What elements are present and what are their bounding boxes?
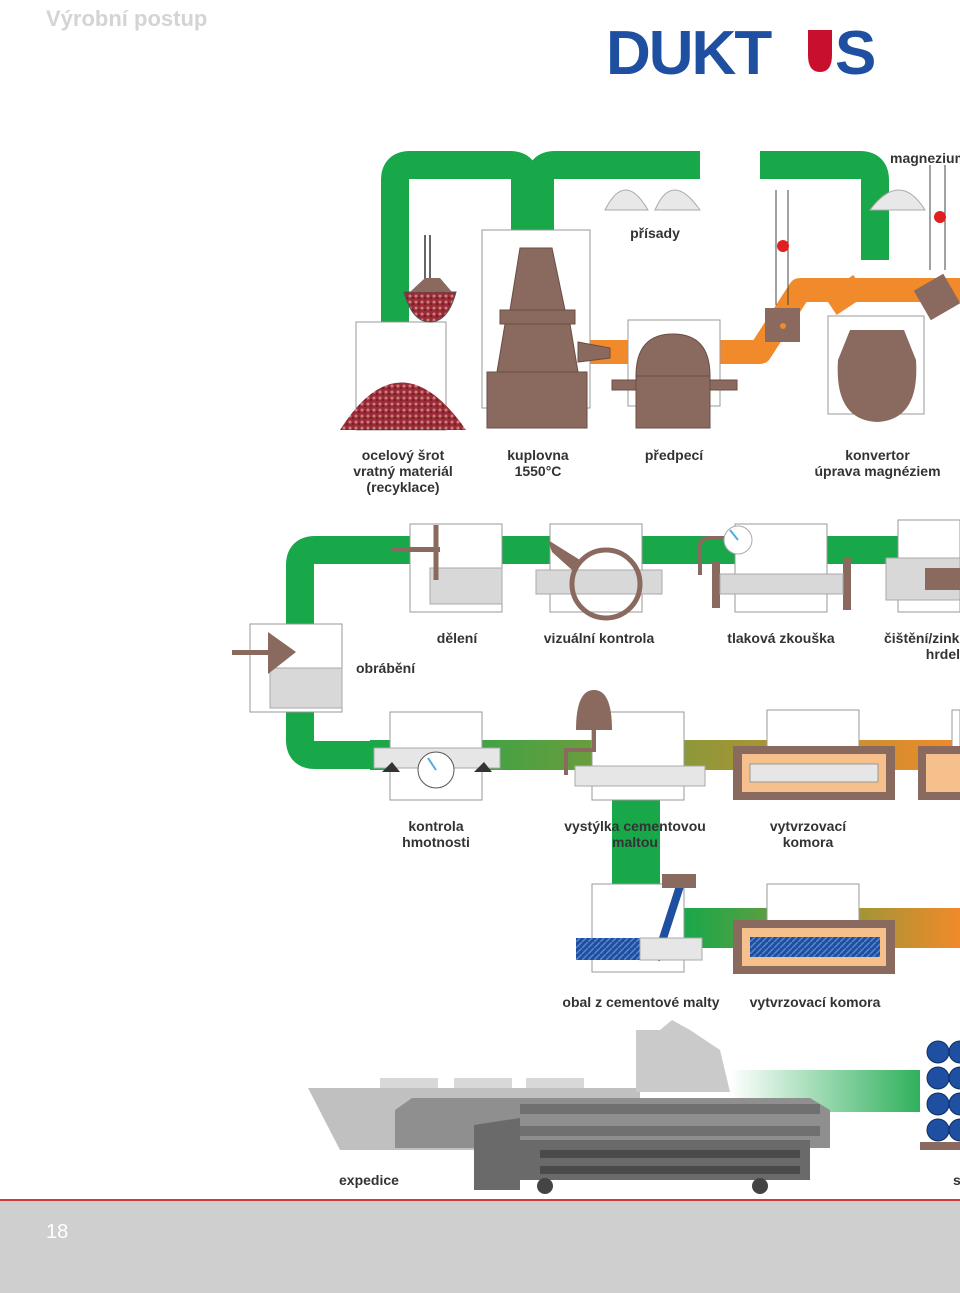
pressure-test [698, 525, 851, 610]
cement-coating [576, 874, 703, 962]
label-kontrola-hmotnosti: kontrola hmotnosti [402, 818, 470, 850]
machining [232, 632, 343, 709]
green-pipe-row2 [286, 536, 960, 769]
page-footer: 18 [0, 1199, 960, 1293]
cement-lining [564, 690, 706, 787]
label-ocelovy-srot: ocelový šrot vratný materiál (recyklace) [353, 447, 453, 495]
duktus-logo: DUKT S [606, 19, 876, 88]
label-vystylka: vystýlka cementovou maltou [564, 818, 706, 850]
svg-text:DUKT: DUKT [606, 19, 772, 88]
label-deleni: dělení [436, 630, 478, 646]
converter [765, 165, 960, 422]
visual-inspection [535, 540, 663, 621]
label-tlakova-zkouska: tlaková zkouška [727, 630, 835, 646]
label-vytvrzovaci-komora-2: vytvrzovací komora [749, 994, 881, 1010]
label-expedice: expedice [339, 1172, 399, 1188]
label-predpeci: předpecí [644, 447, 704, 463]
curing-chamber-2 [733, 920, 895, 974]
weight-check [373, 747, 501, 789]
cutting-station [392, 525, 503, 605]
label-vytvrzovaci-komora-1: vytvrzovací komora [769, 818, 847, 850]
label-kuplovna: kuplovna 1550°C [507, 447, 569, 479]
label-sklad: s [953, 1172, 960, 1188]
scrap-pile [340, 235, 466, 430]
svg-text:S: S [835, 19, 876, 88]
zinc-coating [885, 557, 960, 601]
label-obal: obal z cementové malty [562, 994, 720, 1010]
pipe-stack [920, 1040, 960, 1150]
curing-chamber-1 [733, 746, 960, 800]
page-number: 18 [46, 1221, 69, 1243]
cupola-furnace [486, 247, 611, 429]
label-prisady: přísady [630, 225, 680, 241]
additive-piles [604, 189, 926, 211]
label-vizualni-kontrola: vizuální kontrola [543, 630, 655, 646]
process-diagram: DUKT S [232, 19, 960, 1194]
page-title: Výrobní postup [46, 6, 208, 31]
label-obrabeni: obrábění [356, 660, 416, 676]
green-pipe-row1 [381, 151, 889, 325]
forehearth [611, 333, 738, 429]
label-magnezium: magnezium [890, 150, 960, 166]
label-konvertor: konvertor úprava magnéziem [814, 447, 941, 479]
label-cisteni: čištění/zinko hrdel [884, 630, 960, 662]
vertical-pipe [612, 790, 660, 890]
truck [474, 1118, 810, 1194]
